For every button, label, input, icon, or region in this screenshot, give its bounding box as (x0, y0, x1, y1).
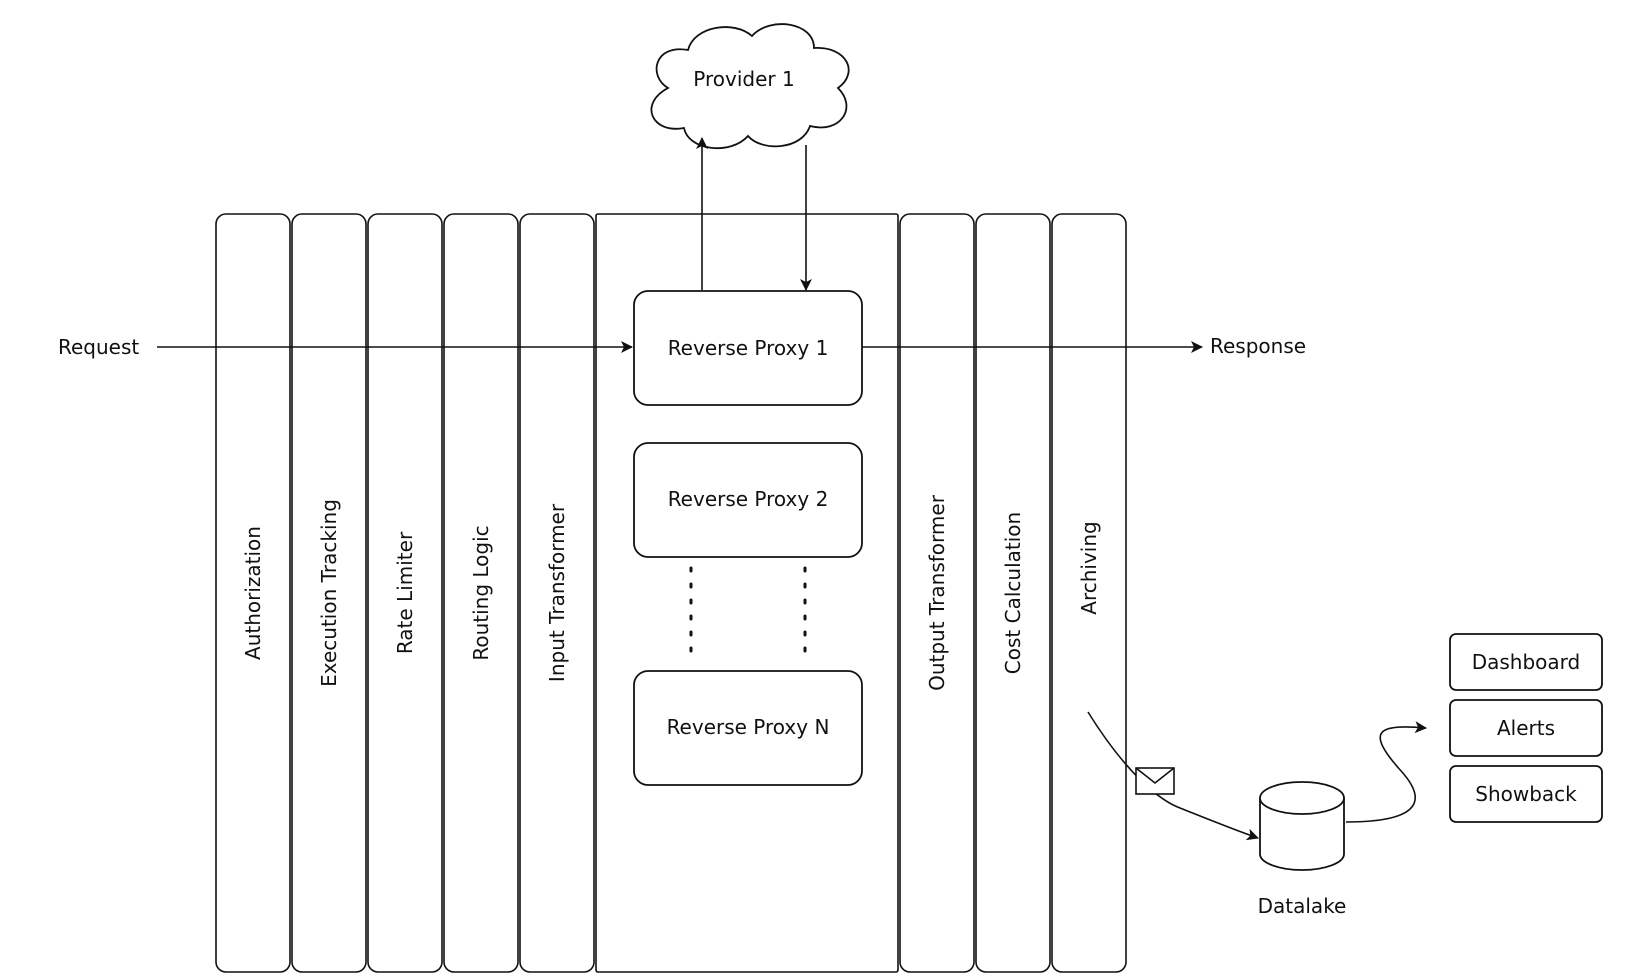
output-alerts: Alerts (1449, 699, 1603, 757)
lane-input-transformer: Input Transformer (519, 213, 595, 973)
lane-cost-calculation: Cost Calculation (975, 213, 1051, 973)
lane-label: Execution Tracking (317, 499, 341, 687)
provider-label: Provider 1 (693, 67, 794, 91)
lane-label: Authorization (241, 526, 265, 660)
lane-label: Rate Limiter (393, 531, 417, 654)
lane-routing-logic: Routing Logic (443, 213, 519, 973)
proxy-label: Reverse Proxy N (667, 715, 830, 739)
lane-label: Archiving (1077, 521, 1101, 614)
lane-rate-limiter: Rate Limiter (367, 213, 443, 973)
reverse-proxy-n: Reverse Proxy N (633, 670, 863, 786)
lane-label: Output Transformer (925, 494, 949, 691)
reverse-proxy-2: Reverse Proxy 2 (633, 442, 863, 558)
request-label: Request (58, 335, 139, 359)
reverse-proxy-1: Reverse Proxy 1 (633, 290, 863, 406)
output-label: Showback (1475, 782, 1577, 806)
lane-label: Routing Logic (469, 525, 493, 660)
datalake-to-outputs-arrow (1345, 721, 1427, 823)
datalake-cylinder: Datalake (1258, 781, 1347, 918)
lane-label: Cost Calculation (1001, 512, 1025, 674)
lane-output-transformer: Output Transformer (899, 213, 975, 973)
lane-label: Input Transformer (545, 503, 569, 682)
provider-cloud: Provider 1 (650, 23, 850, 150)
output-dashboard: Dashboard (1449, 633, 1603, 691)
lane-archiving: Archiving (1051, 213, 1127, 973)
proxy-label: Reverse Proxy 1 (668, 336, 829, 360)
envelope-icon (1135, 767, 1175, 795)
output-label: Dashboard (1472, 650, 1581, 674)
archiving-to-datalake-arrow (1087, 711, 1259, 841)
lane-execution-tracking: Execution Tracking (291, 213, 367, 973)
response-label: Response (1210, 334, 1306, 358)
proxy-label: Reverse Proxy 2 (668, 487, 829, 511)
output-showback: Showback (1449, 765, 1603, 823)
datalake-label: Datalake (1258, 894, 1347, 918)
output-label: Alerts (1497, 716, 1555, 740)
lane-authorization: Authorization (215, 213, 291, 973)
